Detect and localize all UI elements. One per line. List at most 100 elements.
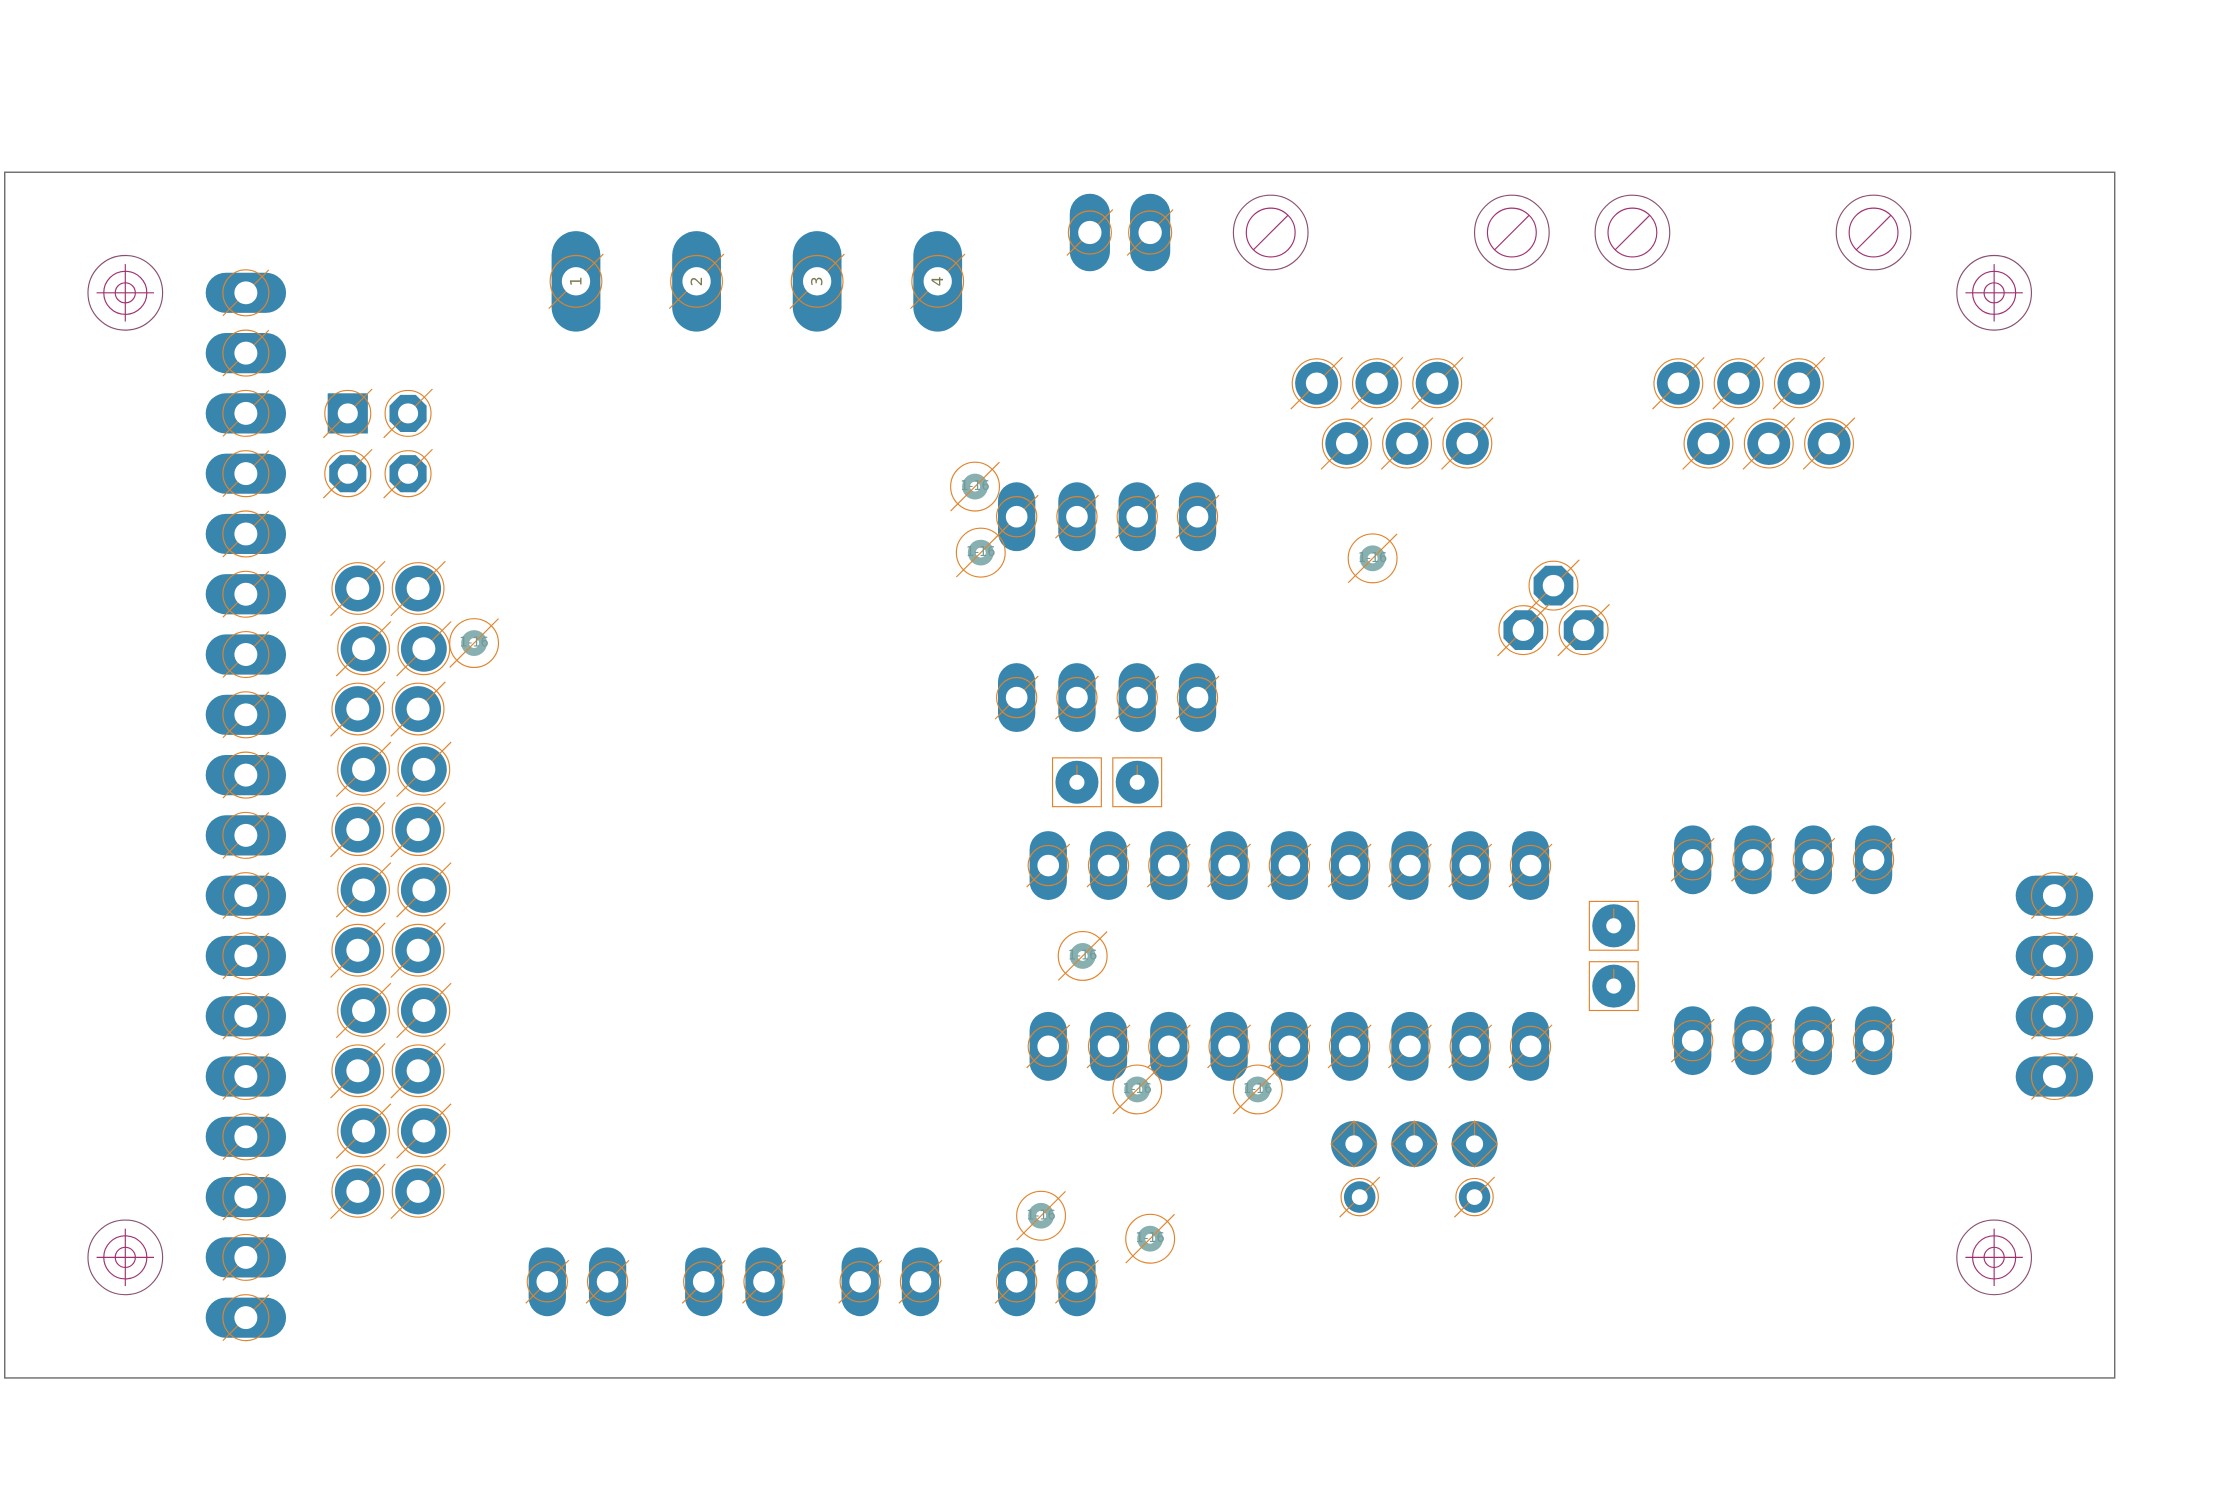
drill-hole bbox=[1066, 505, 1088, 528]
oval-pad-horizontal bbox=[205, 872, 287, 920]
pad-label: 1 bbox=[566, 276, 585, 286]
drill-hole bbox=[1338, 1035, 1361, 1058]
round-pad bbox=[335, 862, 392, 918]
mounting-hole bbox=[87, 254, 164, 331]
oval-pad-vertical bbox=[994, 482, 1039, 552]
round-pad bbox=[1712, 356, 1765, 410]
drill-hole bbox=[234, 1065, 258, 1089]
round-pad bbox=[1802, 417, 1856, 470]
oval-pad-vertical bbox=[1126, 193, 1174, 272]
oval-pad-vertical bbox=[1146, 831, 1191, 900]
round-pad bbox=[1390, 1120, 1439, 1168]
drill-hole bbox=[406, 1179, 430, 1203]
drill-hole bbox=[234, 1306, 258, 1330]
oval-pad-vertical bbox=[1267, 831, 1312, 900]
oval-pad-vertical bbox=[1055, 663, 1099, 733]
oval-pad-vertical bbox=[1791, 1006, 1836, 1076]
via-label: 1-16 bbox=[1243, 1082, 1272, 1097]
drill-hole bbox=[909, 1270, 932, 1293]
oval-pad-vertical bbox=[1086, 1011, 1131, 1081]
drill-hole bbox=[1572, 619, 1595, 641]
unplated-hole bbox=[1594, 194, 1671, 271]
unplated-hole bbox=[1232, 194, 1309, 271]
oval-pad-vertical bbox=[1146, 1011, 1191, 1081]
round-pad bbox=[396, 862, 452, 918]
round-pad bbox=[1450, 1120, 1499, 1168]
drill-hole bbox=[923, 267, 952, 296]
oval-pad-horizontal bbox=[205, 932, 287, 980]
oval-pad-horizontal bbox=[2015, 992, 2094, 1040]
drill-hole bbox=[1278, 854, 1301, 877]
unplated-hole bbox=[1835, 194, 1912, 271]
round-pad bbox=[390, 922, 446, 978]
drill-hole bbox=[1802, 1029, 1825, 1052]
oval-pad-vertical bbox=[742, 1247, 786, 1317]
oval-pad-vertical bbox=[1388, 1011, 1432, 1081]
drill-hole bbox=[346, 1179, 370, 1203]
drill-hole bbox=[1742, 1029, 1764, 1052]
oval-pad-vertical bbox=[1388, 831, 1432, 900]
round-pad bbox=[1380, 417, 1434, 470]
round-pad bbox=[1588, 961, 1639, 1012]
via-label: 1-16 bbox=[1135, 1231, 1164, 1246]
via-label: 1-16 bbox=[1358, 551, 1387, 566]
oval-pad-vertical bbox=[1851, 1006, 1896, 1076]
drill-hole bbox=[234, 703, 258, 727]
oval-pad-vertical bbox=[1731, 1006, 1775, 1076]
drill-hole bbox=[1606, 978, 1622, 994]
oval-pad-vertical bbox=[994, 1247, 1039, 1317]
drill-hole bbox=[1862, 1029, 1885, 1052]
drill-hole bbox=[234, 281, 258, 305]
drill-hole bbox=[1681, 848, 1704, 871]
drill-hole bbox=[412, 1119, 436, 1143]
oval-pad-vertical bbox=[1066, 193, 1114, 272]
oval-pad-vertical bbox=[1175, 663, 1220, 733]
oval-pad-vertical: 1 bbox=[548, 231, 604, 332]
oval-pad-horizontal bbox=[205, 450, 287, 498]
drill-hole bbox=[234, 582, 258, 606]
via: 1-16 bbox=[1232, 1064, 1283, 1115]
drill-hole bbox=[234, 1125, 258, 1149]
drill-hole bbox=[1788, 372, 1810, 395]
oval-pad-vertical bbox=[1115, 482, 1160, 552]
round-pad bbox=[1330, 1120, 1378, 1168]
drill-hole bbox=[412, 637, 436, 661]
drill-hole bbox=[412, 999, 436, 1022]
drill-hole bbox=[1005, 686, 1028, 709]
oval-pad-vertical bbox=[1791, 825, 1836, 895]
oval-pad-vertical bbox=[1026, 831, 1071, 900]
mounting-hole bbox=[87, 1219, 164, 1296]
oval-pad-horizontal bbox=[2015, 1052, 2094, 1101]
drill-hole bbox=[1126, 686, 1149, 709]
drill-hole bbox=[1366, 372, 1388, 395]
round-pad bbox=[1441, 417, 1494, 470]
drill-hole bbox=[1218, 1035, 1240, 1058]
drill-hole bbox=[1519, 854, 1542, 877]
drill-hole bbox=[234, 401, 258, 425]
oval-pad-vertical bbox=[1086, 831, 1131, 900]
oval-pad-vertical bbox=[1670, 825, 1715, 895]
oval-pad-vertical bbox=[1207, 831, 1252, 900]
drill-hole bbox=[1186, 505, 1209, 528]
oval-pad-horizontal bbox=[205, 1233, 287, 1281]
drill-hole bbox=[536, 1270, 559, 1293]
drill-hole bbox=[1465, 1135, 1484, 1153]
round-pad bbox=[390, 681, 446, 737]
oval-pad-horizontal bbox=[205, 1113, 287, 1161]
drill-hole bbox=[1512, 619, 1535, 641]
oval-pad-vertical bbox=[1207, 1011, 1252, 1081]
round-pad bbox=[1527, 559, 1580, 612]
drill-hole bbox=[406, 577, 430, 600]
oval-pad-vertical bbox=[1175, 482, 1220, 552]
oval-pad-vertical bbox=[681, 1247, 726, 1317]
oval-pad-horizontal bbox=[205, 570, 287, 618]
round-pad bbox=[390, 1043, 446, 1099]
oval-pad-vertical bbox=[1508, 1011, 1553, 1081]
drill-hole bbox=[412, 757, 436, 781]
drill-hole bbox=[1459, 854, 1482, 877]
oval-pad-horizontal bbox=[205, 691, 287, 739]
via: 1-16 bbox=[449, 618, 500, 669]
oval-pad-vertical: 4 bbox=[910, 231, 966, 332]
drill-hole bbox=[346, 938, 370, 962]
